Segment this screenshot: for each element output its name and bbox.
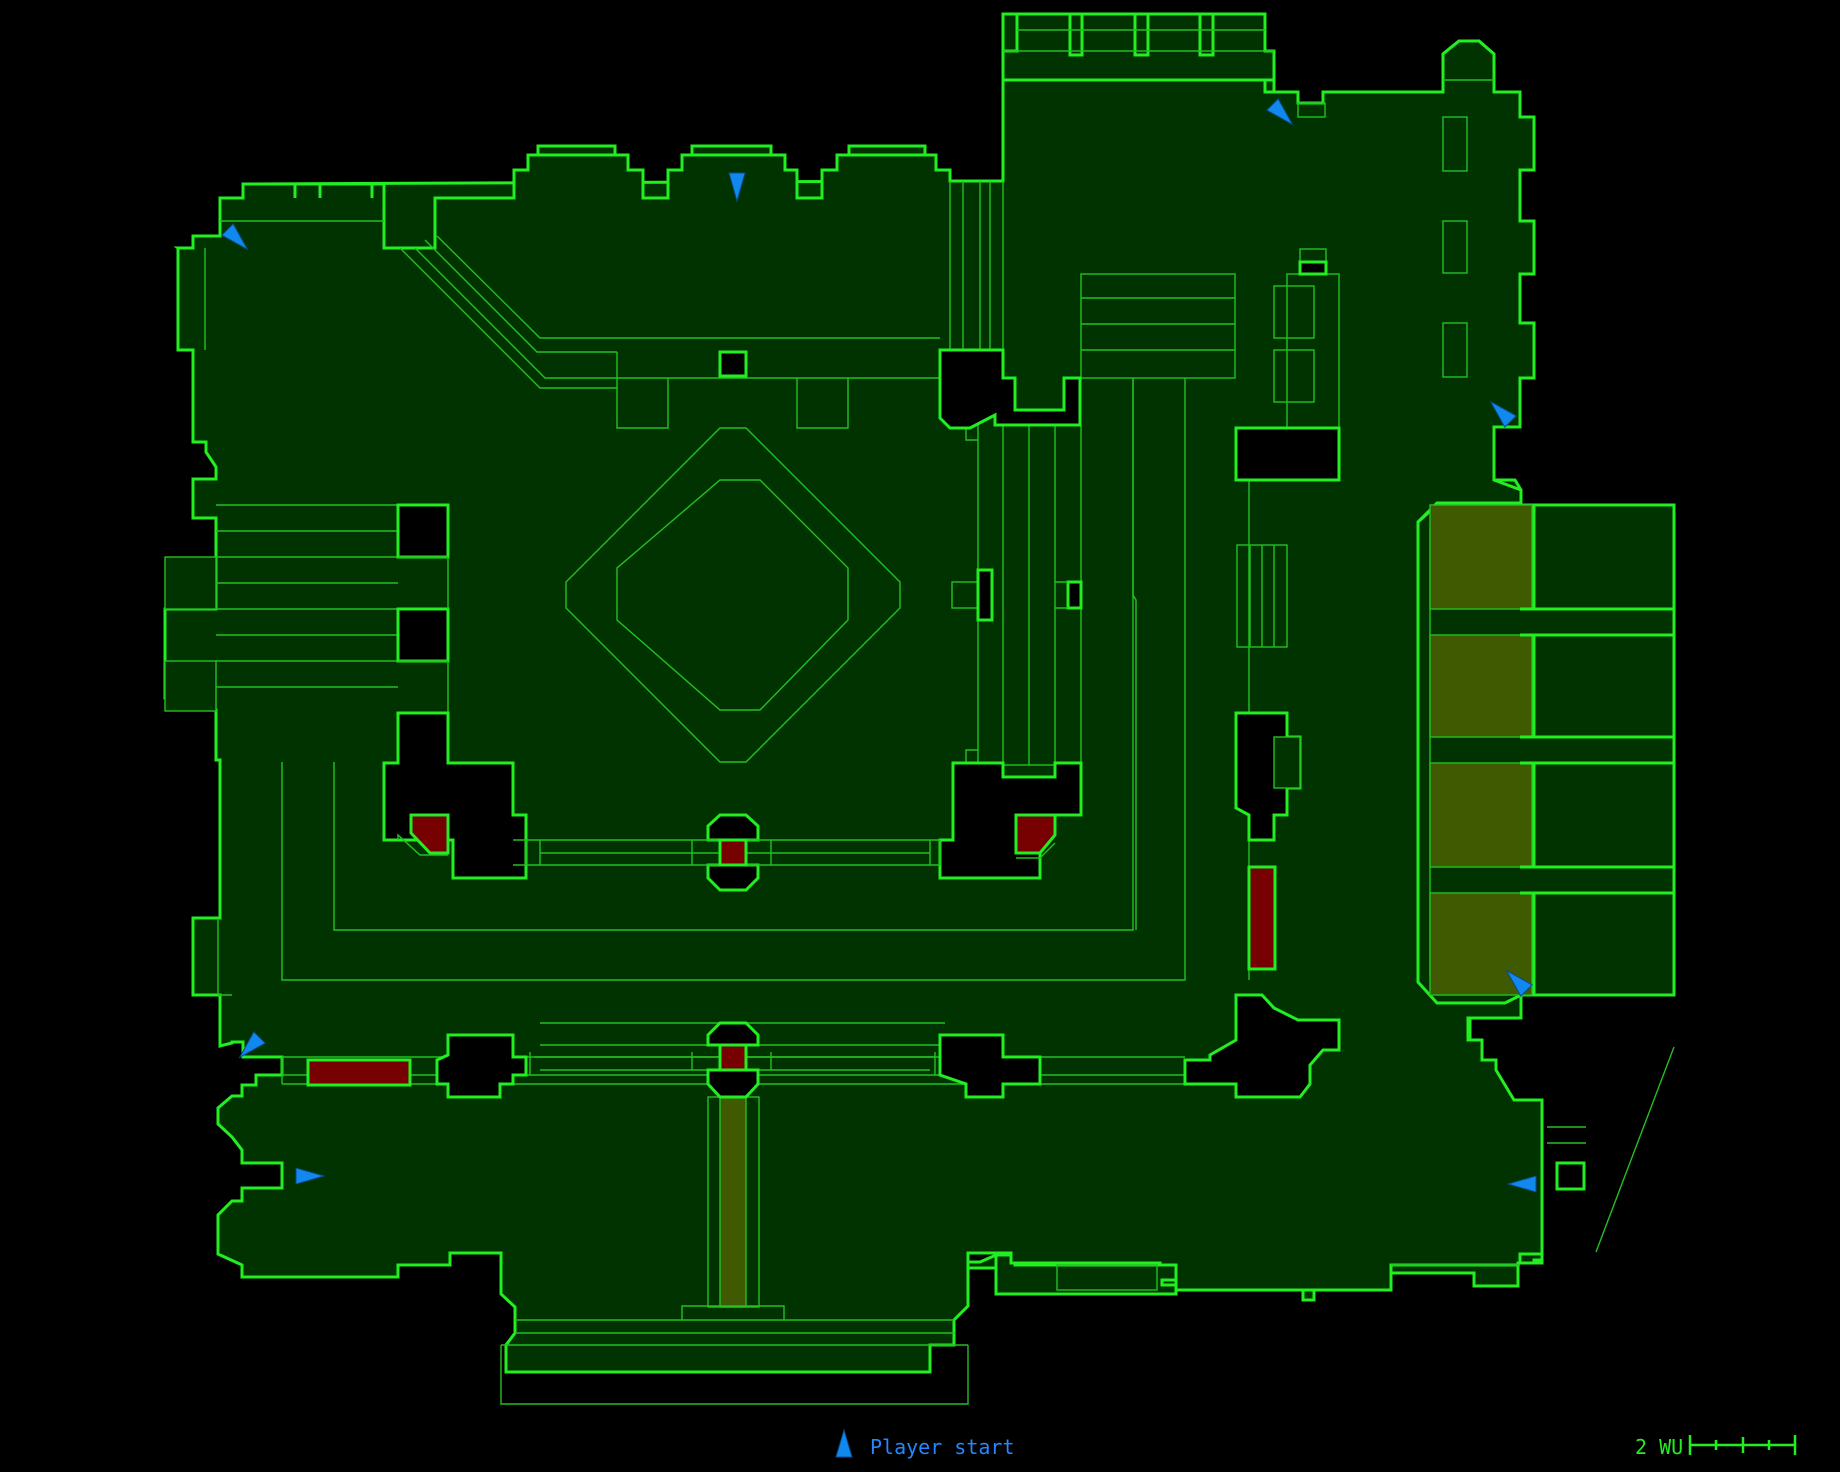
annex-rooms (1532, 503, 1676, 997)
player-start-6 (1505, 969, 1533, 997)
nw-merlons (241, 182, 374, 198)
corridor-pillar-right (1066, 580, 1083, 610)
block-south-east (938, 1033, 1042, 1099)
player-start-8 (1506, 1175, 1537, 1193)
ne-column-cell-2 (1273, 349, 1315, 403)
player-start-1 (221, 223, 249, 251)
north-pillar (718, 350, 748, 378)
ne-column-cell-1 (1273, 285, 1315, 339)
south-room-stairs (681, 1305, 785, 1320)
center-bridge-north-rails (525, 840, 941, 865)
pad-1 (1429, 504, 1533, 610)
hazard-center-south (718, 1043, 748, 1072)
north-tower-line (1003, 29, 1274, 52)
corridor-side-r (1055, 581, 1068, 609)
inner-u-outer (281, 378, 1186, 981)
inner-u-mid (1132, 378, 1137, 930)
se-ramp-edge (1547, 1126, 1586, 1144)
se-south-panel (1056, 1264, 1158, 1291)
player-start-5 (1489, 400, 1517, 428)
west-door-lower (164, 660, 217, 712)
scale-bar: 2 WU (1635, 1435, 1797, 1459)
north-merlon-1 (536, 144, 617, 157)
level-silhouette (163, 39, 1544, 1374)
west-door-upper (164, 556, 217, 610)
ne-column-cap (1298, 260, 1328, 276)
pad-3 (1429, 762, 1533, 868)
east-ridge-lines (1249, 545, 1275, 647)
corridor-side-l (951, 581, 981, 609)
scale-label: 2 WU (1635, 1435, 1683, 1459)
hazard-ne-rim (1016, 842, 1056, 859)
hazard-nw-rim (397, 833, 448, 856)
player-start-2 (728, 172, 746, 203)
annex-dividers (1520, 607, 1534, 895)
corridor-pillar-left (976, 568, 994, 622)
block-east-bar (1234, 426, 1341, 482)
sw-wall-line (217, 918, 232, 996)
south-corridor-stairs (529, 1052, 936, 1075)
north-merlon-3 (847, 144, 927, 157)
ne-gate-line (1297, 102, 1326, 118)
player-starts (221, 98, 1537, 1193)
south-room (500, 1319, 969, 1405)
legend: Player start (835, 1428, 1015, 1459)
west-pillar-lower (396, 607, 450, 663)
ne-panel-1 (1442, 116, 1468, 172)
ne-stairs-lines (1081, 297, 1235, 351)
west-pillar-upper (396, 503, 450, 559)
hazard-east (1247, 865, 1277, 971)
hazards (306, 813, 1277, 1087)
ne-stairs-box (1080, 273, 1236, 379)
se-small-box (1555, 1161, 1586, 1191)
player-start-arrow-icon (835, 1428, 853, 1458)
diamond-inner (616, 479, 849, 711)
inner-u-inner (333, 378, 1134, 931)
player-start-3 (238, 1031, 266, 1059)
nw-diagonal-stairs (399, 235, 617, 389)
north-turrets (204, 12, 1276, 350)
legend-player-start-label: Player start (870, 1435, 1015, 1459)
north-tower (1001, 12, 1276, 82)
south-hallway-pad (719, 1096, 747, 1308)
hazard-ne (1014, 813, 1057, 855)
block-south-west (435, 1033, 528, 1099)
north-walkway (616, 337, 940, 429)
block-east-mid-door (1273, 736, 1301, 789)
hazard-nw (409, 813, 450, 855)
hazard-center-north (718, 838, 748, 867)
ne-panel-3 (1442, 322, 1468, 378)
se-ramp (1595, 1046, 1675, 1253)
scale-ruler (1688, 1435, 1797, 1455)
north-merlon-2 (690, 144, 773, 157)
nw-wall-line (204, 220, 384, 350)
level-outline (163, 39, 1544, 1374)
block-n-gate (938, 348, 1082, 430)
diamond-outer (565, 427, 901, 763)
player-start-4 (1266, 98, 1294, 126)
interior-details (164, 79, 1675, 1405)
hazard-south-west (306, 1058, 412, 1087)
player-start-7 (295, 1167, 326, 1185)
ne-panel-2 (1442, 220, 1468, 274)
east-annex (1416, 503, 1676, 1005)
west-corridor-wall (398, 556, 449, 713)
west-stairs (216, 504, 398, 688)
north-corridor-lines (949, 181, 1004, 350)
block-east-corner (1183, 993, 1341, 1099)
pad-2 (1429, 634, 1533, 738)
